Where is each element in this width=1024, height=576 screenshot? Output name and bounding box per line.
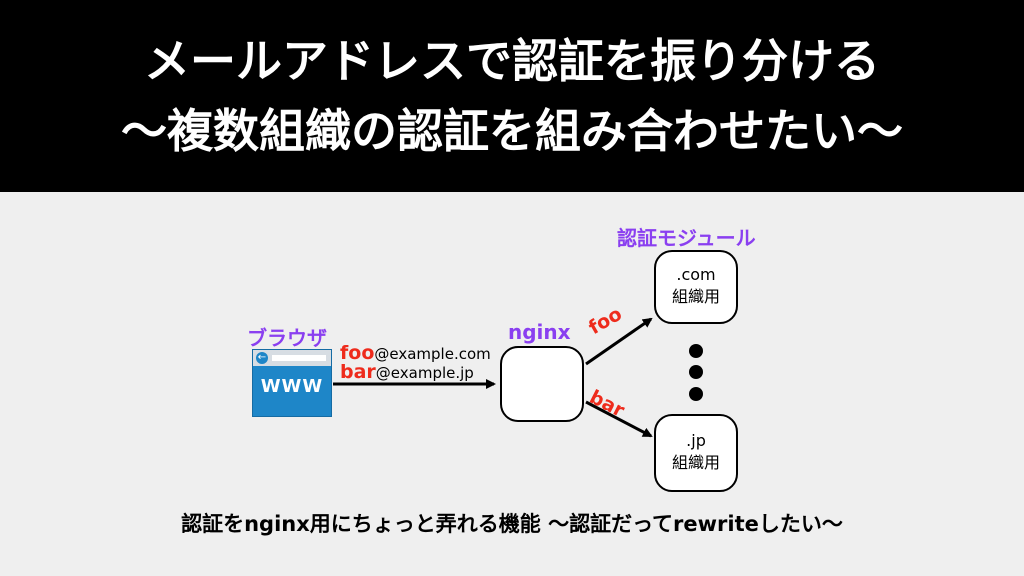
- title-line-1: メールアドレスで認証を振り分ける: [144, 34, 880, 88]
- ellipsis-dot-3: [689, 387, 703, 401]
- footer-caption: 認証をnginx用にちょっと弄れる機能 〜認証だってrewriteしたい〜: [181, 512, 843, 536]
- auth-module-label: 認証モジュール: [617, 226, 756, 250]
- ellipsis-dot-2: [689, 365, 703, 379]
- arrow-nginx-to-jp: [585, 400, 653, 438]
- browser-icon: ← WWW: [252, 349, 332, 417]
- email-bar: bar@example.jp: [340, 361, 474, 383]
- module-com-box: .com 組織用: [654, 250, 738, 324]
- email-foo-domain: @example.com: [374, 345, 491, 363]
- browser-label: ブラウザ: [247, 326, 327, 350]
- module-jp-domain: .jp: [686, 431, 706, 450]
- title-line-2: 〜複数組織の認証を組み合わせたい〜: [121, 104, 903, 158]
- nginx-label: nginx: [508, 320, 571, 344]
- module-jp-org: 組織用: [671, 453, 720, 472]
- ellipsis-dot-1: [689, 344, 703, 358]
- arrow-nginx-to-com: [585, 317, 653, 366]
- browser-www-text: WWW: [260, 376, 324, 397]
- nginx-box: [500, 346, 584, 422]
- address-bar: [272, 355, 326, 361]
- email-foo-user: foo: [340, 342, 375, 364]
- back-arrow-icon: ←: [256, 352, 268, 364]
- email-bar-domain: @example.jp: [375, 364, 474, 382]
- browser-toolbar: ←: [253, 350, 331, 366]
- email-bar-user: bar: [340, 361, 376, 383]
- module-jp-box: .jp 組織用: [654, 414, 738, 492]
- module-com-domain: .com: [676, 265, 716, 284]
- module-com-org: 組織用: [671, 287, 720, 306]
- email-foo: foo@example.com: [340, 342, 491, 364]
- title-banner: メールアドレスで認証を振り分ける 〜複数組織の認証を組み合わせたい〜: [0, 0, 1024, 192]
